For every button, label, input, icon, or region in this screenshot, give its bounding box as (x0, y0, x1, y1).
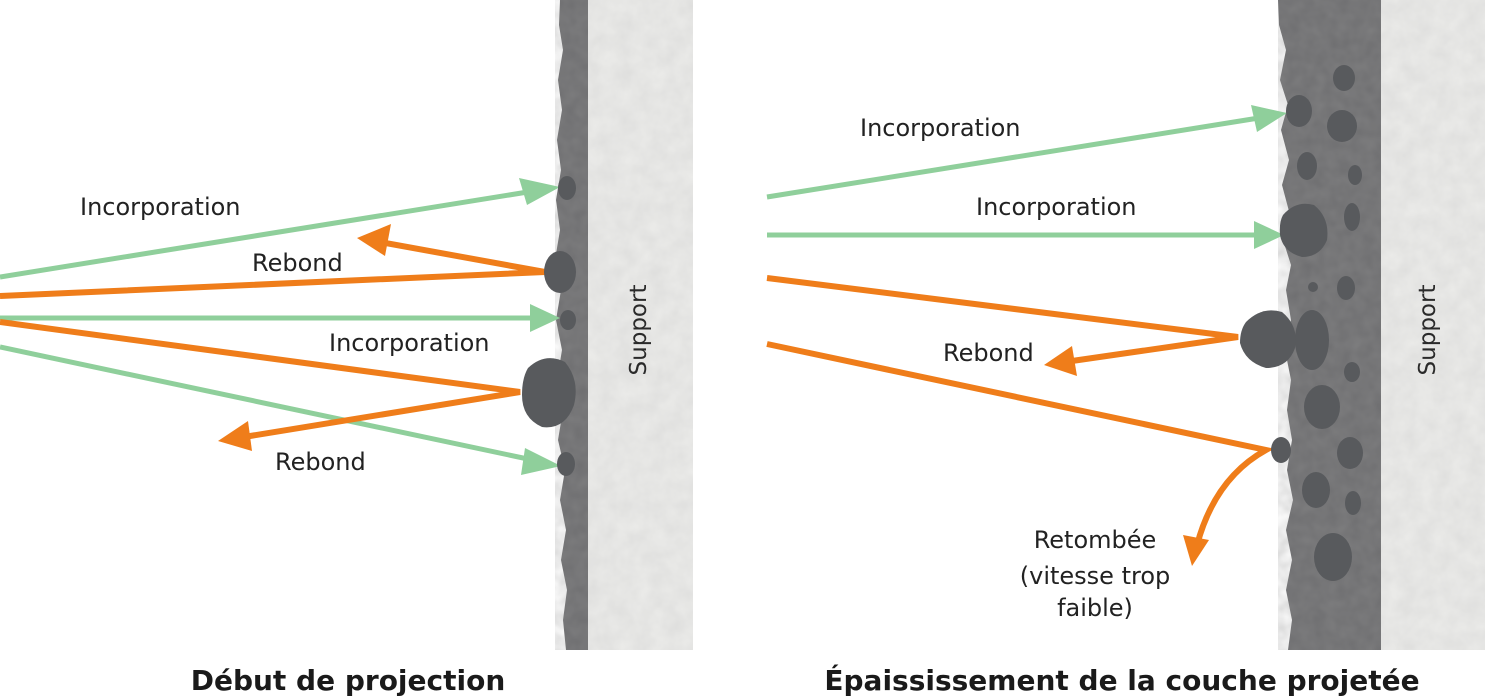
aggregate (560, 310, 576, 330)
left-incorporation-arrowheads (519, 178, 561, 475)
left-support-texture (587, 0, 693, 650)
aggregate (558, 176, 576, 200)
aggregate (1286, 95, 1312, 127)
right-label-incorporation-mid: Incorporation (976, 193, 1137, 221)
right-retombee-head (1183, 535, 1209, 566)
aggregate (1344, 203, 1360, 231)
left-panel: Incorporation Rebond Incorporation Rebon… (0, 0, 693, 697)
aggregate (1345, 491, 1361, 515)
right-arrowhead-top (1251, 105, 1287, 132)
aggregate (1240, 310, 1296, 368)
right-caption: Épaississement de la couche projetée (824, 663, 1419, 697)
aggregate (1271, 437, 1291, 463)
left-rebond-path-bottom (0, 319, 521, 441)
aggregate (1333, 65, 1355, 91)
right-label-incorporation-top: Incorporation (860, 114, 1021, 142)
left-label-incorporation-mid: Incorporation (329, 329, 490, 357)
aggregate (1295, 310, 1329, 370)
left-arrowhead-top (519, 178, 560, 205)
left-label-rebond-bottom: Rebond (275, 448, 366, 476)
left-rebond-arrowheads (218, 224, 391, 451)
right-label-rebond: Rebond (943, 339, 1034, 367)
right-incorporation-arrow-top (766, 114, 1266, 200)
right-label-retombee-line1: Retombée (1034, 526, 1157, 554)
left-label-incorporation-top: Incorporation (80, 193, 241, 221)
aggregate (1327, 110, 1357, 142)
aggregate (522, 358, 576, 428)
aggregate (1304, 385, 1340, 429)
right-rebond-path (766, 275, 1239, 365)
right-support-label: Support (1415, 285, 1441, 376)
aggregate (544, 251, 576, 293)
left-incorporation-arrow-bottom (0, 344, 543, 465)
left-rebond-head-top (357, 224, 391, 256)
left-support-label: Support (626, 285, 652, 376)
aggregate (557, 452, 575, 476)
left-arrowhead-mid (530, 304, 560, 332)
left-arrowhead-bottom (521, 448, 561, 475)
aggregate (1308, 282, 1318, 292)
right-rebond-head (1044, 346, 1077, 376)
left-label-rebond-top: Rebond (252, 249, 343, 277)
right-panel: Incorporation Incorporation Rebond Retom… (766, 0, 1485, 697)
right-incorporation-arrowheads (1251, 105, 1287, 249)
aggregate (1297, 152, 1317, 180)
right-surface-aggregates (1240, 95, 1328, 463)
left-aggregates (522, 176, 576, 476)
left-caption: Début de projection (191, 664, 506, 697)
right-support-texture (1380, 0, 1485, 650)
aggregate (1344, 362, 1360, 382)
left-rebond-head-bottom (218, 421, 252, 451)
right-retombee-path (766, 341, 1275, 546)
aggregate (1279, 203, 1328, 257)
right-incorporation-arrows (766, 114, 1266, 238)
aggregate (1302, 472, 1330, 508)
aggregate (1314, 533, 1352, 581)
left-incorporation-arrows (0, 187, 543, 465)
right-label-retombee-line3: faible) (1057, 594, 1133, 622)
right-embedded-aggregates (1295, 65, 1363, 581)
right-rebond-arrowheads (1044, 346, 1209, 566)
right-label-retombee-line2: (vitesse trop (1020, 562, 1170, 590)
left-incorporation-arrow-top (0, 187, 541, 280)
aggregate (1337, 276, 1355, 300)
aggregate (1337, 437, 1363, 469)
right-rebond-arrows (766, 275, 1275, 546)
aggregate (1348, 165, 1362, 185)
right-arrowhead-mid (1254, 221, 1284, 249)
